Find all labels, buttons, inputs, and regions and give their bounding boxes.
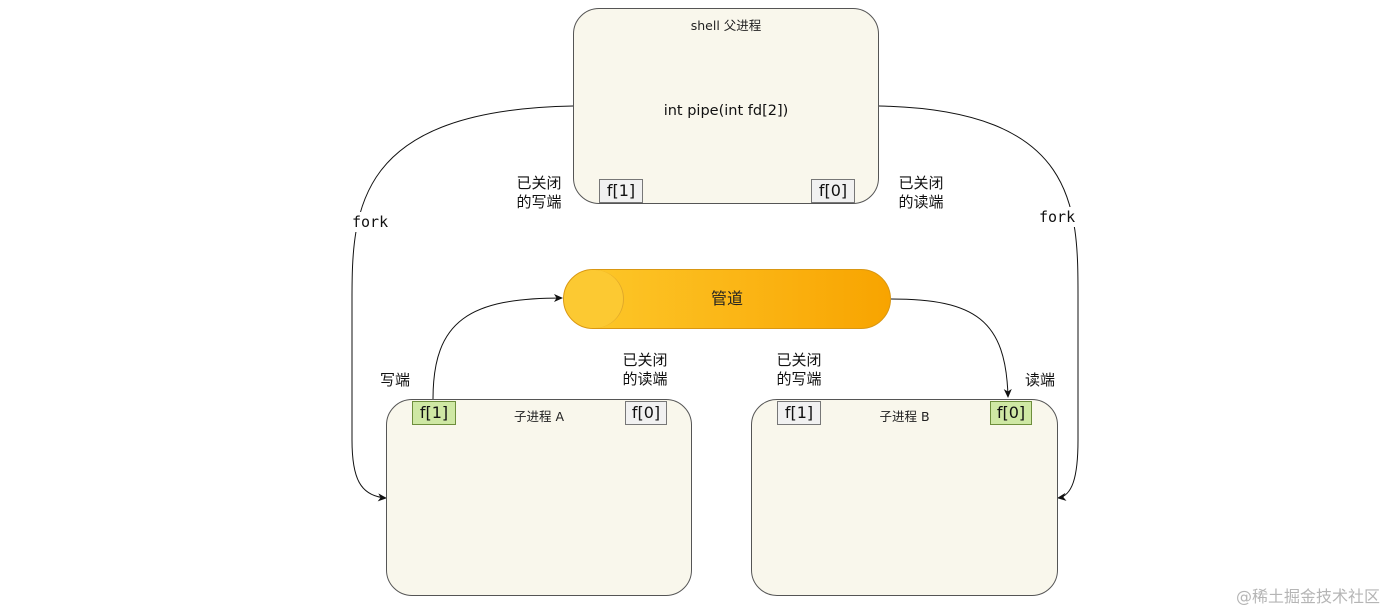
child-b-closed-write-note: 已关闭 的写端 — [776, 351, 822, 388]
parent-fd-write: f[1] — [599, 179, 643, 203]
child-b-title: 子进程 B — [879, 409, 930, 424]
parent-closed-write-note: 已关闭 的写端 — [516, 174, 562, 211]
child-a-title: 子进程 A — [513, 409, 565, 424]
parent-closed-read-note: 已关闭 的读端 — [898, 174, 944, 211]
fork-left-arrow — [351, 105, 574, 502]
pipe-call-signature: int pipe(int fd[2]) — [663, 103, 789, 119]
fork-label-right: fork — [1037, 207, 1078, 227]
watermark: @稀土掘金技术社区 — [1235, 587, 1380, 606]
child-b-fd-write: f[1] — [777, 401, 821, 425]
parent-process-box: shell 父进程 int pipe(int fd[2]) f[1] f[0] — [573, 8, 879, 204]
child-a-fd-write: f[1] — [412, 401, 456, 425]
fork-right-arrow — [878, 105, 1079, 501]
child-a-process-box: f[1] 子进程 A f[0] — [386, 399, 692, 596]
child-b-fd-read: f[0] — [990, 401, 1032, 425]
child-b-process-box: f[1] 子进程 B f[0] — [751, 399, 1058, 596]
pipe-cylinder: 管道 — [563, 269, 891, 329]
fork-label-left: fork — [350, 212, 391, 232]
child-a-write-note: 写端 — [379, 371, 410, 389]
write-to-pipe-arrow — [432, 294, 563, 400]
child-b-read-note: 读端 — [1024, 371, 1055, 389]
child-a-fd-read: f[0] — [625, 401, 667, 425]
pipe-label: 管道 — [710, 289, 743, 308]
pipe-to-read-arrow — [890, 298, 1012, 398]
parent-fd-read: f[0] — [811, 179, 855, 203]
pipe-end-cap — [564, 270, 624, 328]
parent-process-title: shell 父进程 — [690, 18, 762, 33]
child-a-closed-read-note: 已关闭 的读端 — [622, 351, 668, 388]
